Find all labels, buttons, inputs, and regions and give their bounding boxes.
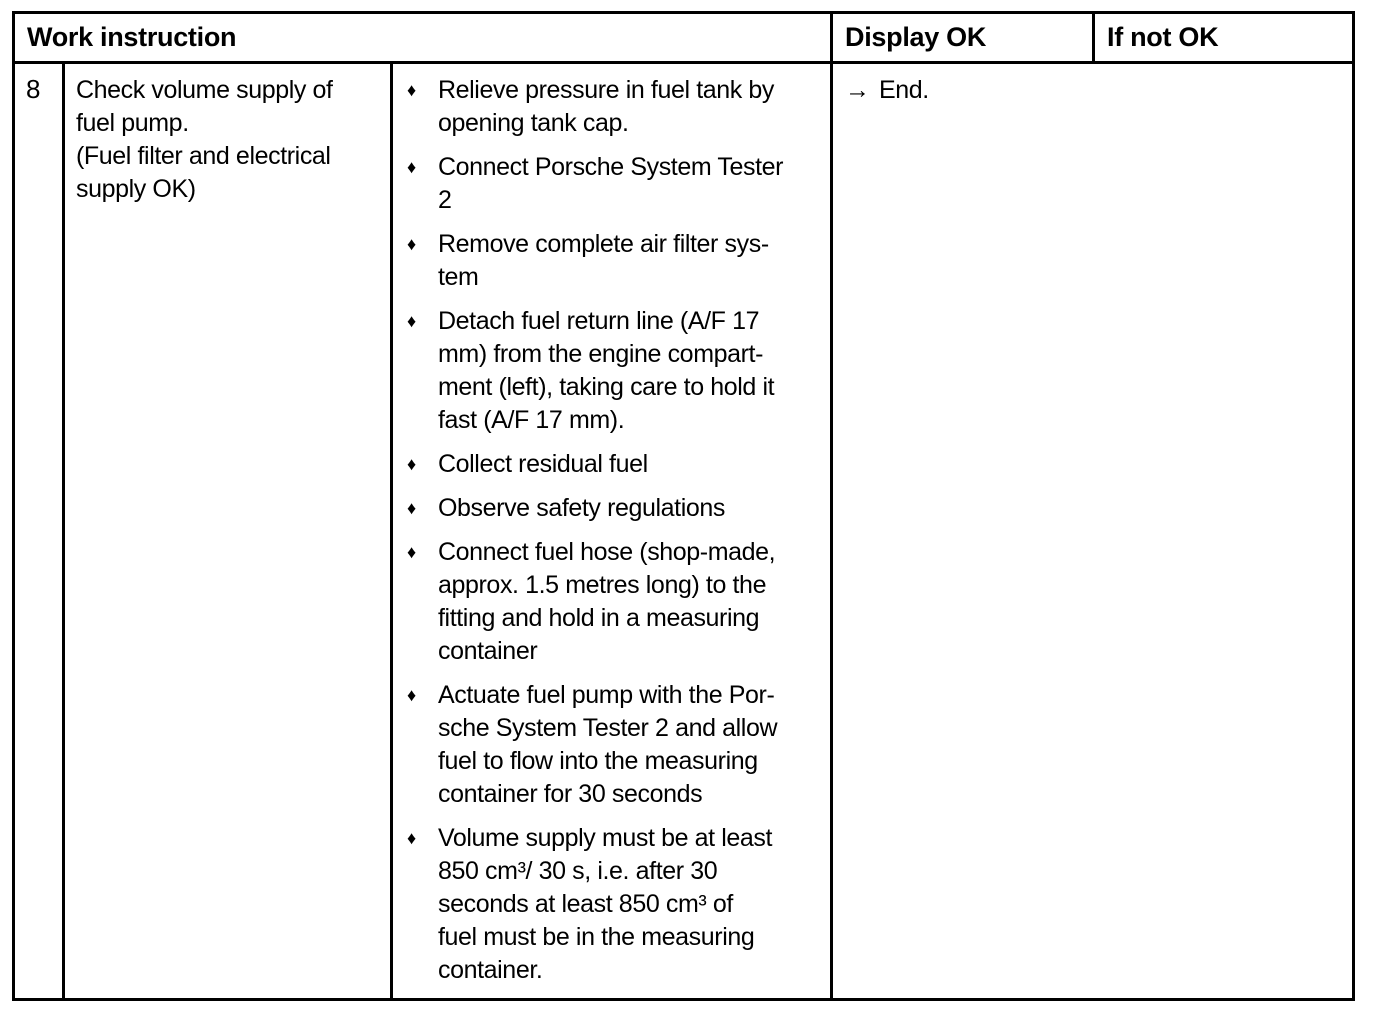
bullet-icon: ♦ [407,311,417,331]
instruction-item: ♦ Actuate fuel pump with the Por- sche S… [407,679,824,811]
instruction-item: ♦ Collect residual fuel [407,448,824,481]
instruction-text: Observe safety regulations [438,494,725,522]
work-instruction-header: Work instruction [11,11,834,64]
instruction-text: Remove complete air filter sys- tem [438,230,769,291]
task-description: Check volume supply of fuel pump. (Fuel … [76,76,333,203]
header-row: Work instruction Display OK If not OK [11,11,1356,64]
bullet-icon: ♦ [407,542,417,562]
instruction-item: ♦ Observe safety regulations [407,492,824,525]
instruction-text: Connect Porsche System Tester 2 [438,153,784,214]
instruction-item: ♦ Volume supply must be at least 850 cm³… [407,822,824,987]
instruction-text: Detach fuel return line (A/F 17 mm) from… [438,307,775,434]
task-cell: Check volume supply of fuel pump. (Fuel … [62,61,393,1001]
instruction-item: ♦ Detach fuel return line (A/F 17 mm) fr… [407,305,824,437]
bullet-icon: ♦ [407,80,417,100]
display-ok-header: Display OK [830,11,1096,64]
display-ok-text: End. [879,76,929,104]
bullet-icon: ♦ [407,234,417,254]
work-instruction-table: Work instruction Display OK If not OK 8 … [11,11,1356,1001]
display-ok-cell: → End. [830,61,1356,1001]
result-line: → End. [845,74,1344,107]
instruction-text: Volume supply must be at least 850 cm³/ … [438,824,773,984]
bullet-icon: ♦ [407,498,417,518]
step-row: 8 Check volume supply of fuel pump. (Fue… [12,61,1356,1001]
instruction-text: Relieve pressure in fuel tank by opening… [438,76,774,137]
bullet-icon: ♦ [407,157,417,177]
step-number-cell: 8 [12,61,65,1001]
step-number: 8 [26,74,41,104]
arrow-right-icon: → [845,76,871,104]
instruction-text: Actuate fuel pump with the Por- sche Sys… [438,681,778,808]
instructions-cell: ♦ Relieve pressure in fuel tank by openi… [389,61,834,1001]
instruction-item: ♦ Connect Porsche System Tester 2 [407,151,824,217]
instruction-text: Connect fuel hose (shop-made, approx. 1.… [438,538,776,665]
instruction-text: Collect residual fuel [438,450,648,478]
instruction-list: ♦ Relieve pressure in fuel tank by openi… [407,74,824,987]
instruction-item: ♦ Connect fuel hose (shop-made, approx. … [407,536,824,668]
instruction-item: ♦ Relieve pressure in fuel tank by openi… [407,74,824,140]
instruction-item: ♦ Remove complete air filter sys- tem [407,228,824,294]
if-not-ok-header: If not OK [1092,11,1356,64]
bullet-icon: ♦ [407,454,417,474]
bullet-icon: ♦ [407,828,417,848]
bullet-icon: ♦ [407,685,417,705]
